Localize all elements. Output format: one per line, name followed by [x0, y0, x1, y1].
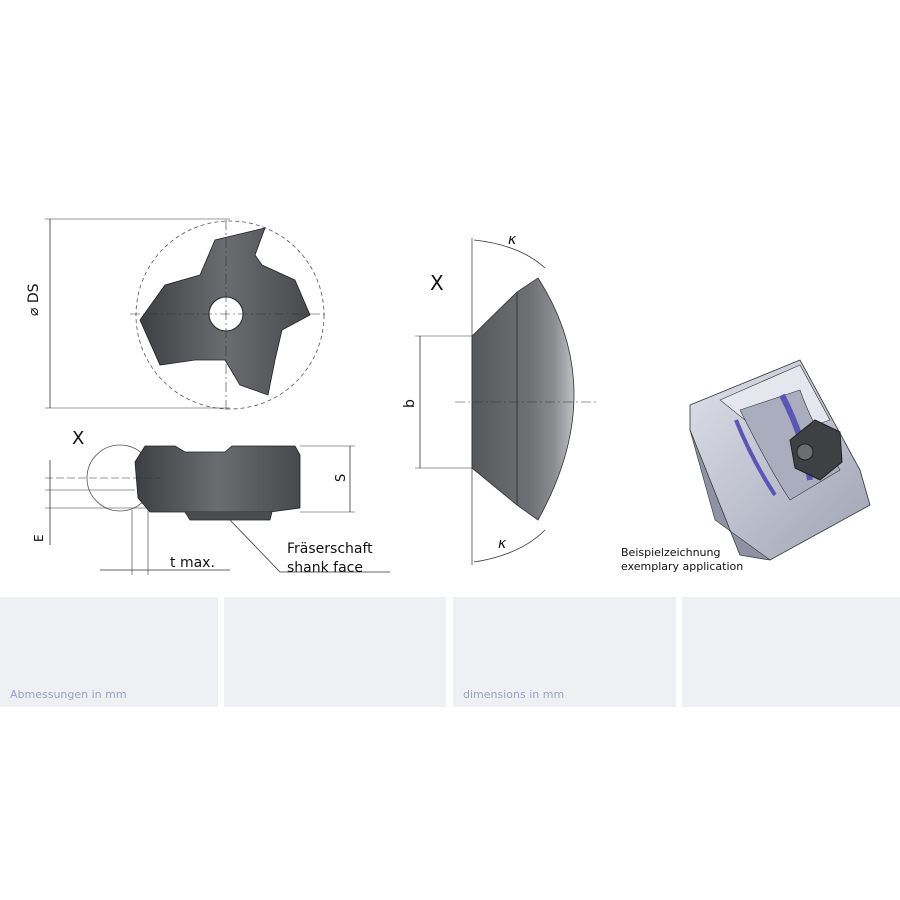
technical-drawing: ⌀ DS X S E t max. Fräserschaft shank fac… [26, 218, 871, 576]
kappa-bottom-label: κ [498, 536, 507, 552]
shank-face-en-label: shank face [287, 560, 363, 576]
application-caption-de: Beispielzeichnung [621, 546, 720, 559]
data-panel-4 [682, 597, 900, 707]
t-max-label: t max. [170, 555, 215, 571]
application-caption-en: exemplary application [621, 560, 743, 573]
kappa-top-label: κ [508, 232, 517, 248]
units-en-label: dimensions in mm [463, 688, 565, 701]
units-de-label: Abmessungen in mm [10, 688, 127, 701]
section-view-insert [415, 238, 598, 565]
data-panel-1: Abmessungen in mm [0, 597, 218, 707]
data-panel-3: dimensions in mm [453, 597, 676, 707]
side-view-x-label: X [72, 428, 84, 449]
application-illustration [689, 359, 871, 561]
top-view-insert [45, 218, 325, 410]
e-dimension-label: E [32, 534, 46, 542]
data-panel-2 [224, 597, 446, 707]
s-dimension-label: S [334, 474, 349, 482]
b-dimension-label: b [402, 399, 418, 408]
shank-face-de-label: Fräserschaft [287, 541, 373, 557]
side-view-insert [45, 444, 390, 575]
diameter-ds-label: ⌀ DS [26, 283, 42, 316]
section-x-label: X [430, 271, 444, 295]
